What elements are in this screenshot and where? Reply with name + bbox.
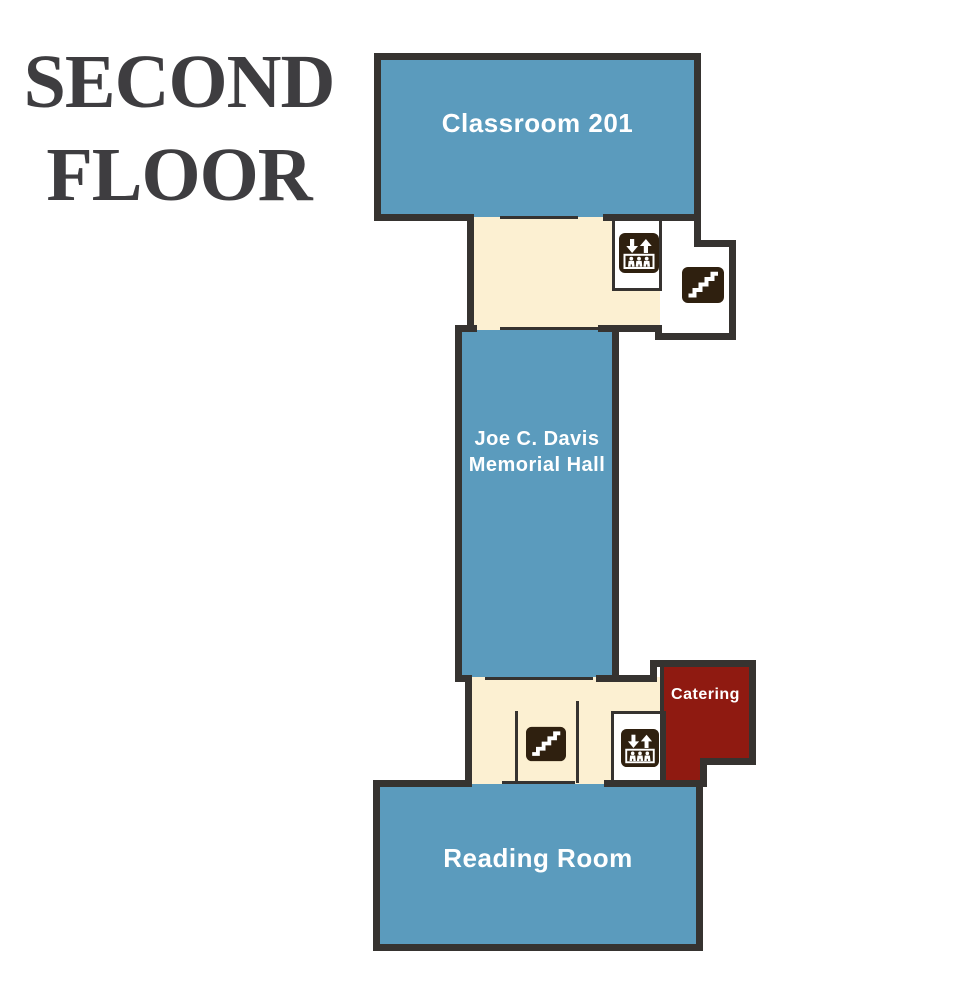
wall-segment (604, 780, 704, 787)
wall-segment (374, 53, 701, 60)
room-label-reading-room: Reading Room (443, 843, 633, 873)
wall-segment (467, 214, 474, 332)
wall-segment (696, 780, 703, 951)
wall-segment (660, 662, 664, 783)
stairs-icon (526, 726, 566, 762)
room-label-classroom-201: Classroom 201 (441, 108, 634, 138)
wall-segment (455, 675, 469, 682)
wall-segment (655, 660, 756, 667)
wall-segment (659, 221, 662, 291)
wall-segment (700, 758, 756, 765)
wall-segment (655, 325, 662, 340)
floor-fill (472, 216, 613, 332)
wall-segment (502, 781, 575, 784)
title-line-1: SECOND (23, 40, 336, 124)
wall-segment (612, 221, 615, 291)
memorial-hall-line-2: Memorial Hall (468, 454, 606, 476)
wall-segment (598, 325, 662, 332)
page-title: SECOND FLOOR (0, 36, 358, 222)
floor-fill (612, 677, 660, 714)
wall-segment (749, 660, 756, 765)
wall-segment (515, 711, 518, 783)
wall-segment (576, 701, 579, 783)
wall-segment (663, 711, 666, 783)
wall-segment (603, 214, 701, 221)
stairs-icon (682, 267, 724, 303)
room-reading-room: Reading Room (380, 784, 696, 944)
room-classroom-201: Classroom 201 (381, 60, 694, 217)
wall-segment (612, 325, 619, 682)
room-label-catering: Catering (671, 686, 740, 703)
wall-segment (500, 327, 598, 330)
wall-segment (373, 780, 380, 951)
wall-segment (694, 53, 701, 247)
elevator-icon (621, 729, 659, 767)
wall-segment (611, 711, 666, 714)
wall-segment (650, 660, 657, 682)
wall-segment (455, 325, 462, 682)
wall-segment (700, 758, 707, 787)
room-label-memorial-hall: Joe C. Davis Memorial Hall (462, 426, 612, 478)
wall-segment (694, 240, 736, 247)
wall-segment (373, 780, 472, 787)
wall-segment (596, 675, 657, 682)
wall-segment (374, 53, 381, 221)
wall-segment (374, 214, 474, 221)
memorial-hall-line-1: Joe C. Davis (474, 428, 600, 450)
wall-segment (500, 216, 578, 219)
room-memorial-hall: Joe C. Davis Memorial Hall (462, 330, 612, 677)
wall-segment (655, 333, 736, 340)
elevator-icon (619, 233, 659, 273)
wall-segment (729, 240, 736, 340)
wall-segment (611, 711, 614, 783)
wall-segment (612, 288, 662, 291)
title-line-2: FLOOR (46, 133, 312, 217)
room-catering: Catering (662, 665, 749, 760)
wall-segment (455, 325, 477, 332)
wall-segment (485, 677, 593, 680)
wall-segment (465, 675, 472, 787)
wall-segment (373, 944, 703, 951)
